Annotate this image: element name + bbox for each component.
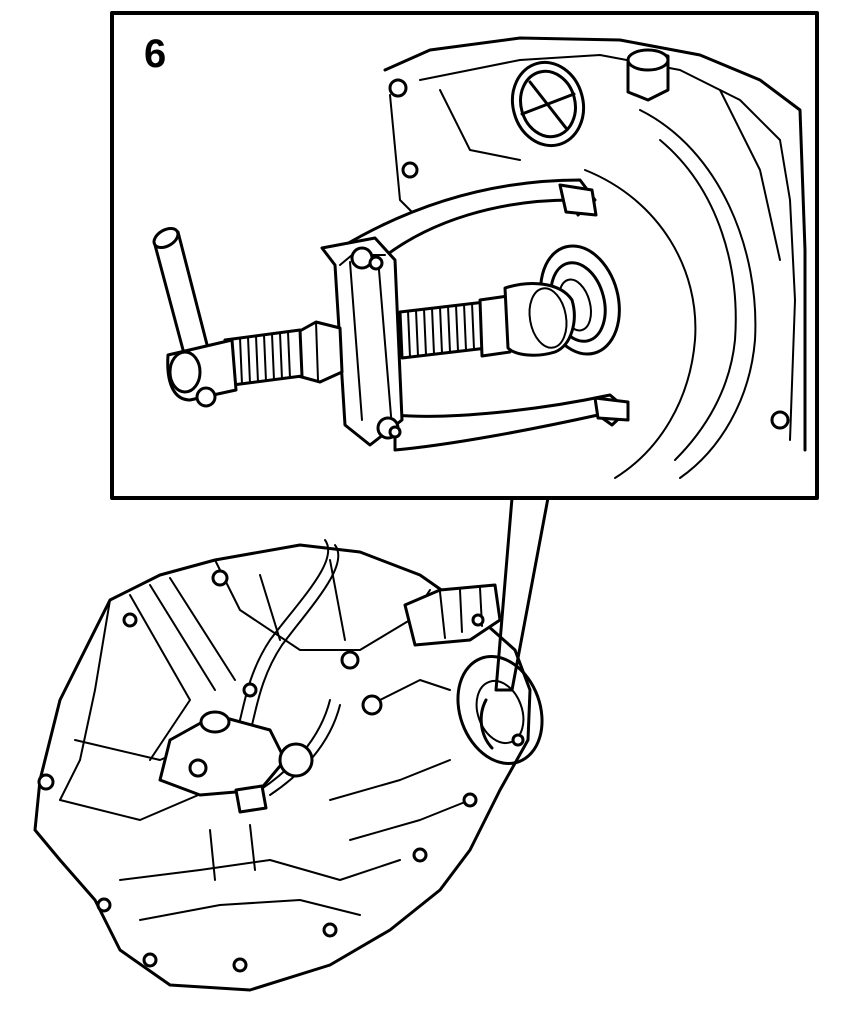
transmission-assembly bbox=[33, 539, 544, 992]
callout-pointer bbox=[494, 496, 550, 692]
step-number: 6 bbox=[144, 32, 167, 76]
detail-view bbox=[152, 36, 807, 479]
screw-thread-right bbox=[407, 302, 475, 358]
